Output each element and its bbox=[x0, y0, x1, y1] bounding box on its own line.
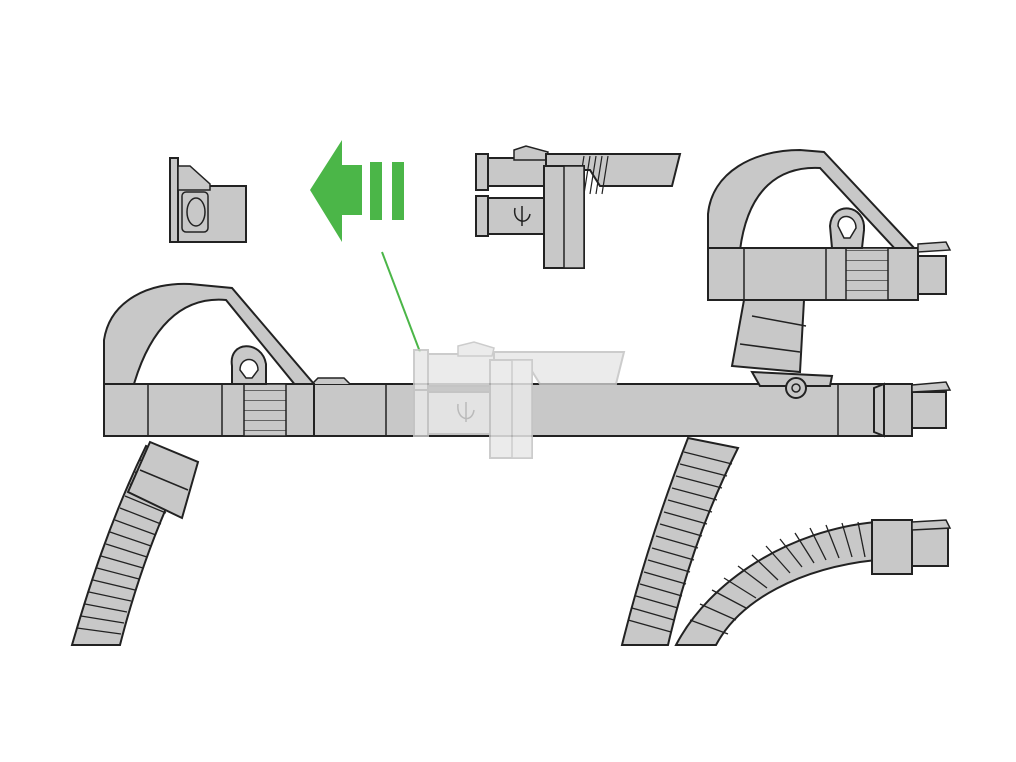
hose-right bbox=[620, 436, 740, 646]
handle-right bbox=[707, 148, 952, 374]
handle-left bbox=[103, 282, 316, 437]
brush-tool-ghost bbox=[413, 341, 626, 459]
small-adapter bbox=[169, 157, 247, 243]
arrow-left-icon bbox=[310, 140, 404, 242]
hose-left bbox=[70, 440, 200, 646]
leader-line bbox=[381, 251, 421, 353]
hose-coil bbox=[674, 519, 952, 646]
wand-tube bbox=[309, 370, 952, 438]
brush-tool bbox=[475, 145, 682, 269]
